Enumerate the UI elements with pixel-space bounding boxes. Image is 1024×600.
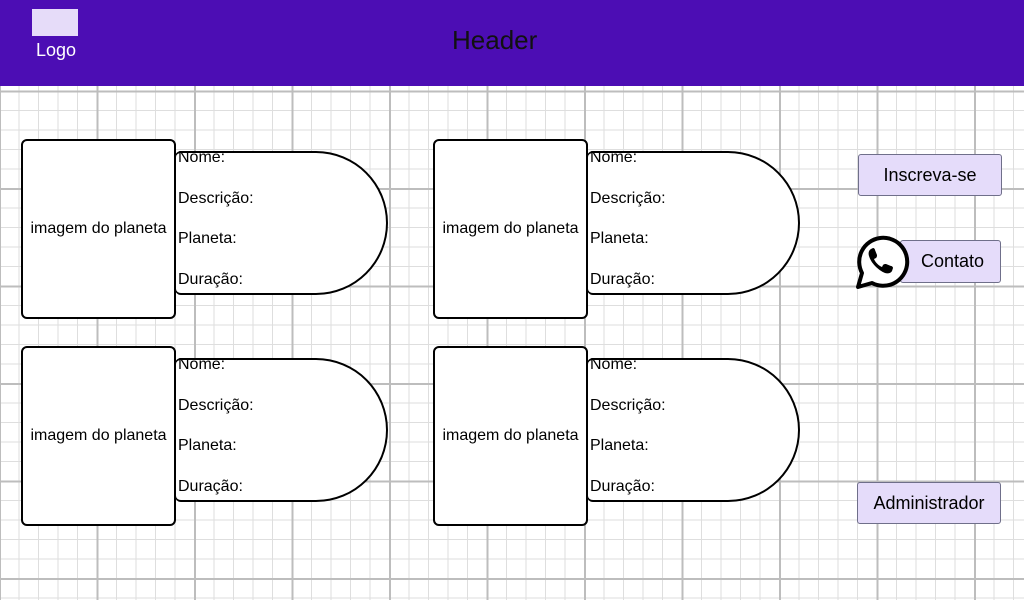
planet-image-label: imagem do planeta — [30, 220, 167, 237]
field-description-label: Descrição: — [590, 190, 666, 207]
planet-info-panel: Nome: Descrição: Planeta: Duração: — [587, 356, 800, 502]
planet-info-panel: Nome: Descrição: Planeta: Duração: — [587, 149, 800, 295]
whatsapp-icon[interactable] — [852, 232, 910, 290]
field-description-label: Descrição: — [178, 190, 254, 207]
planet-info-panel: Nome: Descrição: Planeta: Duração: — [175, 356, 388, 502]
field-name-label: Nome: — [590, 356, 638, 373]
subscribe-button[interactable]: Inscreva-se — [858, 154, 1002, 196]
header-bar: Logo Header — [0, 0, 1024, 86]
field-planet-label: Planeta: — [178, 437, 237, 454]
planet-info-panel: Nome: Descrição: Planeta: Duração: — [175, 149, 388, 295]
field-duration-label: Duração: — [178, 478, 243, 495]
field-name-label: Nome: — [178, 149, 226, 166]
logo-label: Logo — [36, 40, 77, 60]
planet-image-label: imagem do planeta — [442, 427, 579, 444]
planet-card[interactable]: imagem do planeta Nome: Descrição: Plane… — [21, 139, 391, 319]
field-name-label: Nome: — [590, 149, 638, 166]
field-duration-label: Duração: — [178, 271, 243, 288]
admin-button[interactable]: Administrador — [857, 482, 1001, 524]
planet-image-label: imagem do planeta — [442, 220, 579, 237]
field-duration-label: Duração: — [590, 271, 655, 288]
planet-image-label: imagem do planeta — [30, 427, 167, 444]
planet-image-placeholder[interactable]: imagem do planeta — [21, 346, 176, 526]
planet-image-placeholder[interactable]: imagem do planeta — [433, 346, 588, 526]
field-duration-label: Duração: — [590, 478, 655, 495]
field-planet-label: Planeta: — [590, 437, 649, 454]
field-description-label: Descrição: — [178, 397, 254, 414]
field-planet-label: Planeta: — [590, 230, 649, 247]
planet-card[interactable]: imagem do planeta Nome: Descrição: Plane… — [433, 139, 803, 319]
logo-placeholder[interactable] — [32, 9, 78, 36]
planet-card[interactable]: imagem do planeta Nome: Descrição: Plane… — [21, 346, 391, 526]
field-name-label: Nome: — [178, 356, 226, 373]
page-title: Header — [452, 25, 538, 55]
contact-button[interactable]: Contato — [900, 240, 1001, 283]
planet-image-placeholder[interactable]: imagem do planeta — [433, 139, 588, 319]
field-description-label: Descrição: — [590, 397, 666, 414]
field-planet-label: Planeta: — [178, 230, 237, 247]
planet-image-placeholder[interactable]: imagem do planeta — [21, 139, 176, 319]
planet-card[interactable]: imagem do planeta Nome: Descrição: Plane… — [433, 346, 803, 526]
